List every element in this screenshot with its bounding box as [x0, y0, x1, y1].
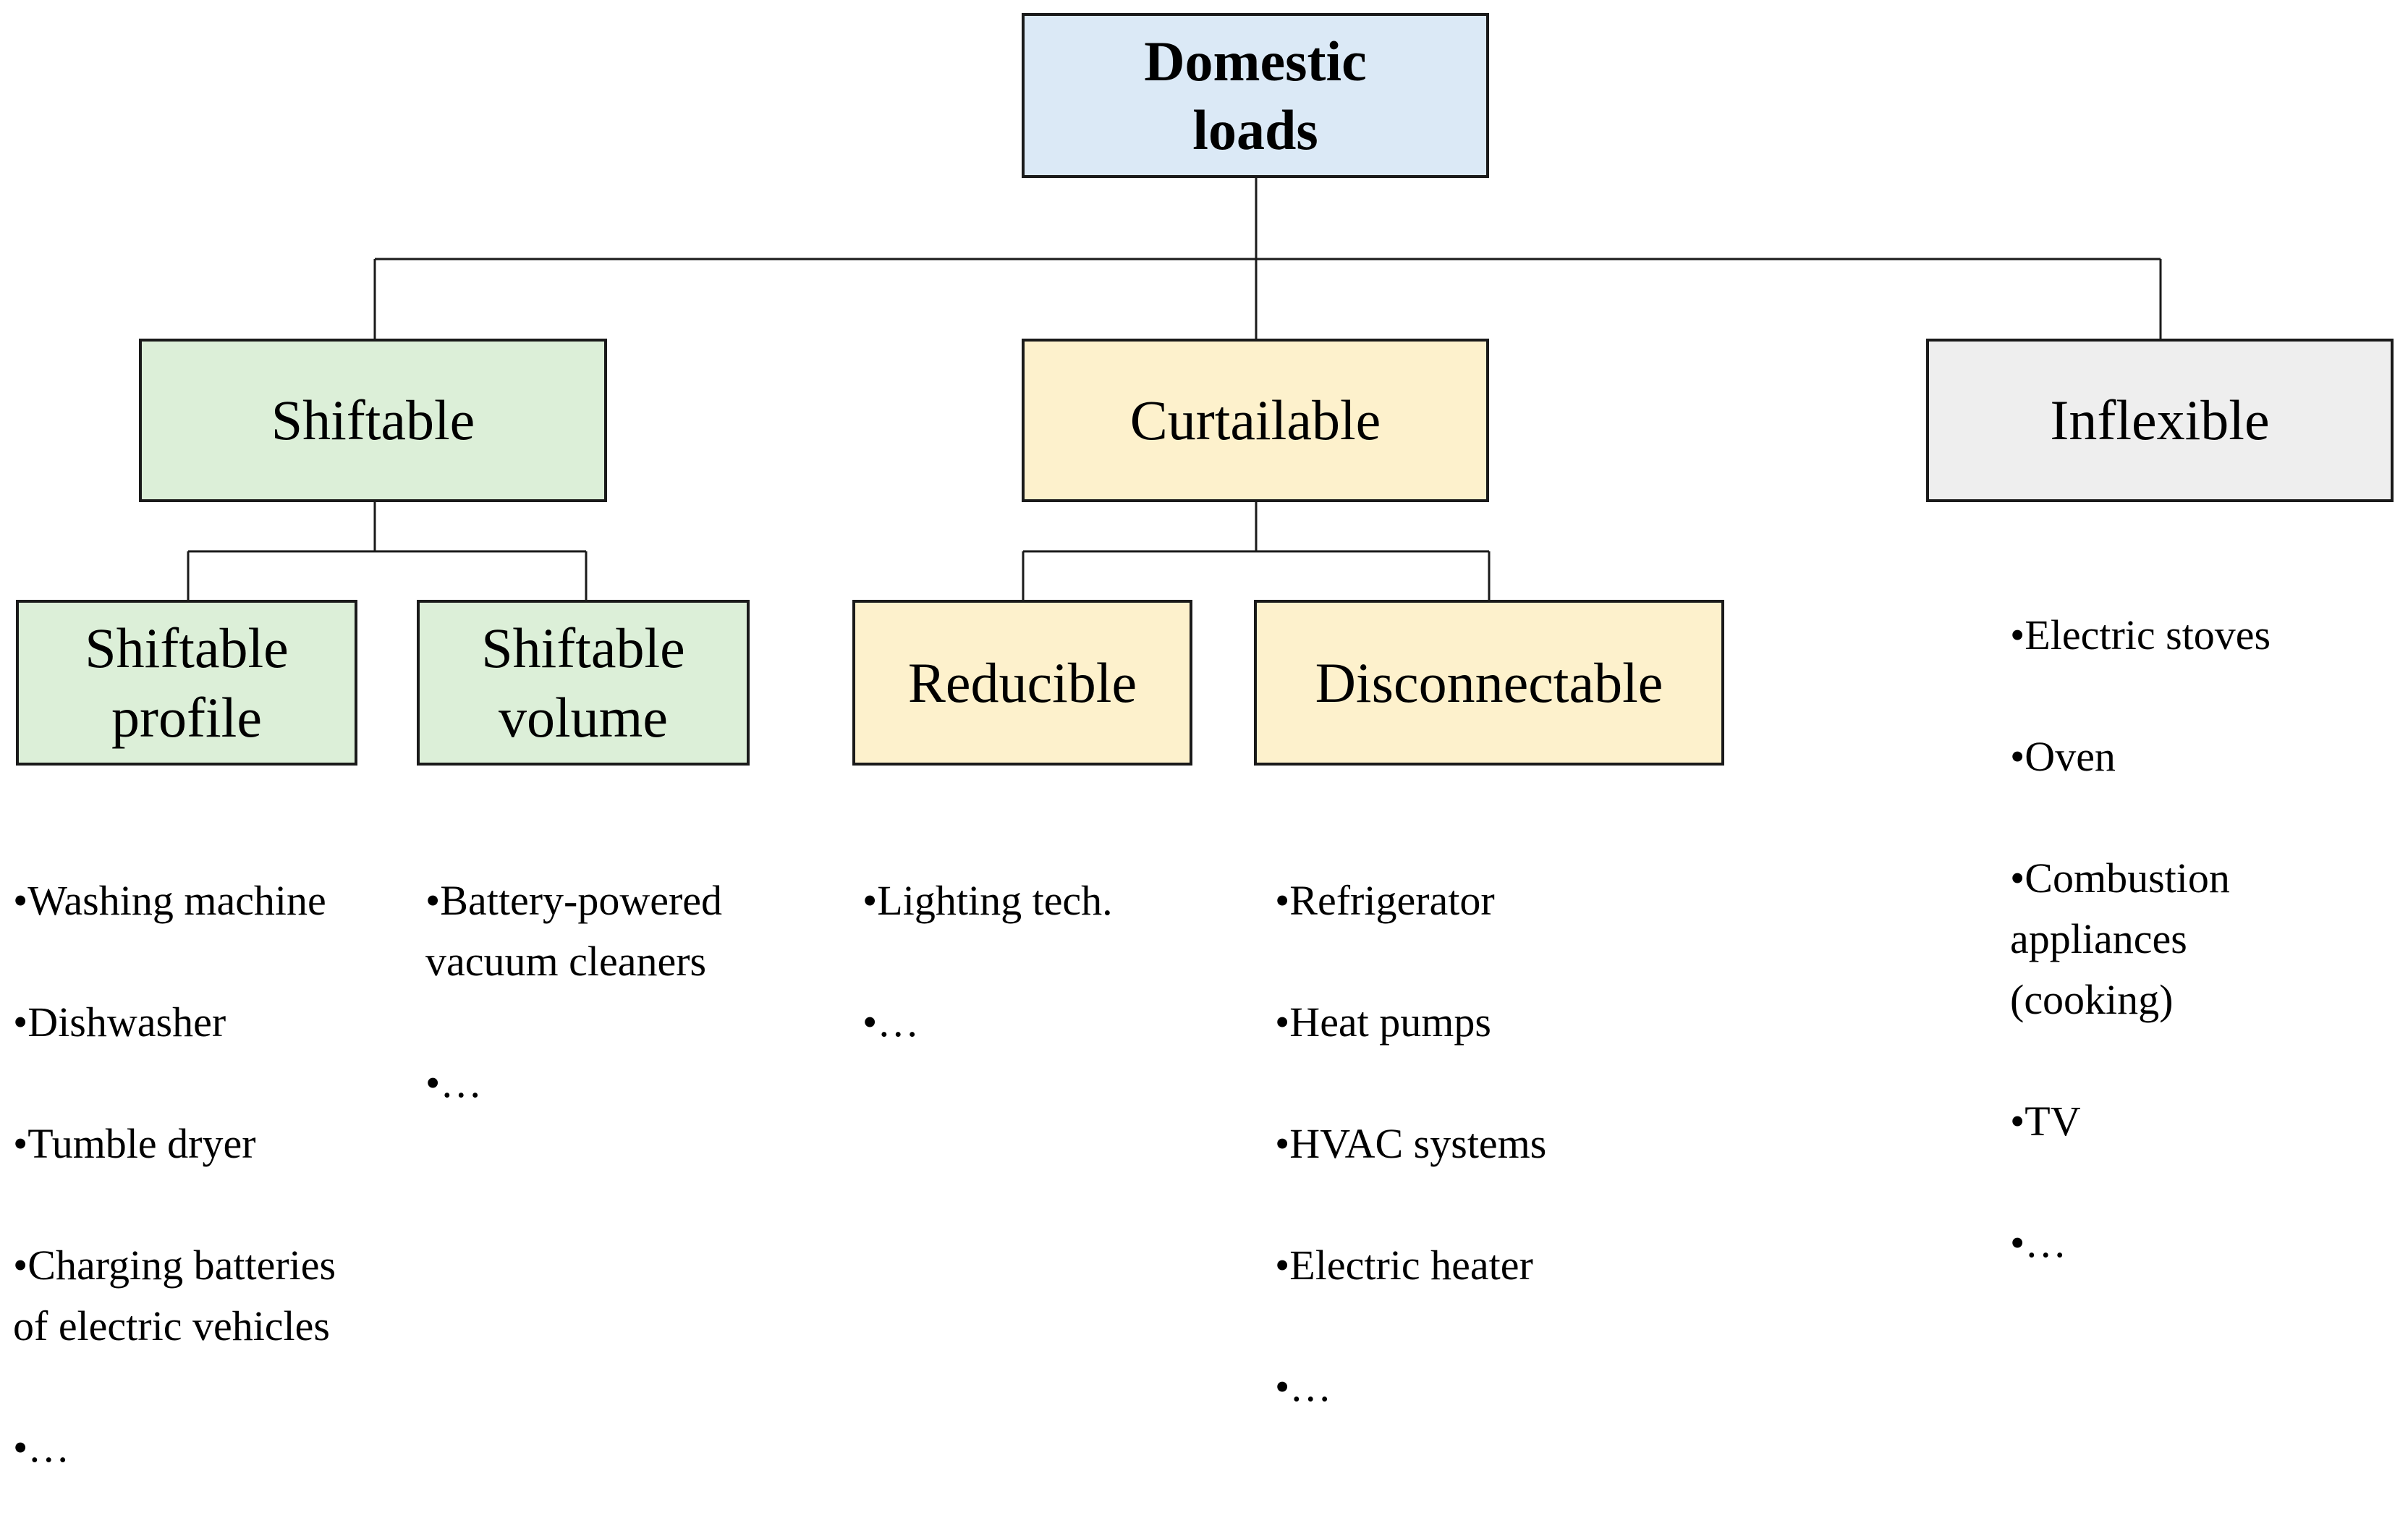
list-item: •Electric stoves: [2010, 611, 2271, 658]
list-item: •Washing machine: [13, 877, 326, 924]
subcategory-node-shiftable-profile: Shiftable profile: [16, 600, 357, 766]
shiftable-profile-examples: •Washing machine •Dishwasher •Tumble dry…: [13, 810, 418, 1539]
list-item: •Battery-powered vacuum cleaners: [425, 877, 723, 985]
list-item: •…: [2010, 1219, 2067, 1266]
disconnectable-examples: •Refrigerator •Heat pumps •HVAC systems …: [1275, 810, 1651, 1478]
reducible-examples: •Lighting tech. •…: [862, 810, 1210, 1114]
list-item: •Lighting tech.: [862, 877, 1113, 924]
category-node-label: Inflexible: [2050, 389, 2270, 452]
list-item: •…: [13, 1424, 70, 1471]
subcategory-node-reducible: Reducible: [852, 600, 1192, 766]
list-item: •…: [862, 999, 920, 1046]
list-item: •Charging batteries of electric vehicles: [13, 1242, 336, 1349]
category-node-shiftable: Shiftable: [139, 339, 607, 502]
list-item: •Electric heater: [1275, 1242, 1533, 1289]
list-item: •Dishwasher: [13, 999, 226, 1046]
category-node-label: Shiftable: [271, 389, 475, 452]
list-item: •…: [1275, 1363, 1332, 1410]
subcategory-node-label: Shiftable volume: [481, 616, 685, 749]
category-node-label: Curtailable: [1129, 389, 1381, 452]
list-item: •…: [425, 1059, 483, 1106]
shiftable-volume-examples: •Battery-powered vacuum cleaners •…: [425, 810, 787, 1174]
connector-lines: [187, 177, 2162, 601]
subcategory-node-label: Disconnectable: [1315, 650, 1663, 714]
root-node-label: Domestic loads: [1144, 29, 1367, 161]
root-node-domestic-loads: Domestic loads: [1022, 13, 1489, 178]
list-item: •TV: [2010, 1098, 2081, 1145]
list-item: •Tumble dryer: [13, 1120, 256, 1167]
subcategory-node-label: Shiftable profile: [85, 616, 289, 749]
list-item: •Heat pumps: [1275, 999, 1491, 1046]
list-item: •Combustion appliances (cooking): [2010, 855, 2230, 1023]
list-item: •Refrigerator: [1275, 877, 1495, 924]
category-node-curtailable: Curtailable: [1022, 339, 1489, 502]
subcategory-node-label: Reducible: [907, 650, 1137, 714]
list-item: •Oven: [2010, 733, 2116, 780]
inflexible-examples: •Electric stoves •Oven •Combustion appli…: [2010, 544, 2372, 1334]
category-node-inflexible: Inflexible: [1926, 339, 2394, 502]
list-item: •HVAC systems: [1275, 1120, 1547, 1167]
subcategory-node-shiftable-volume: Shiftable volume: [417, 600, 750, 766]
subcategory-node-disconnectable: Disconnectable: [1254, 600, 1724, 766]
